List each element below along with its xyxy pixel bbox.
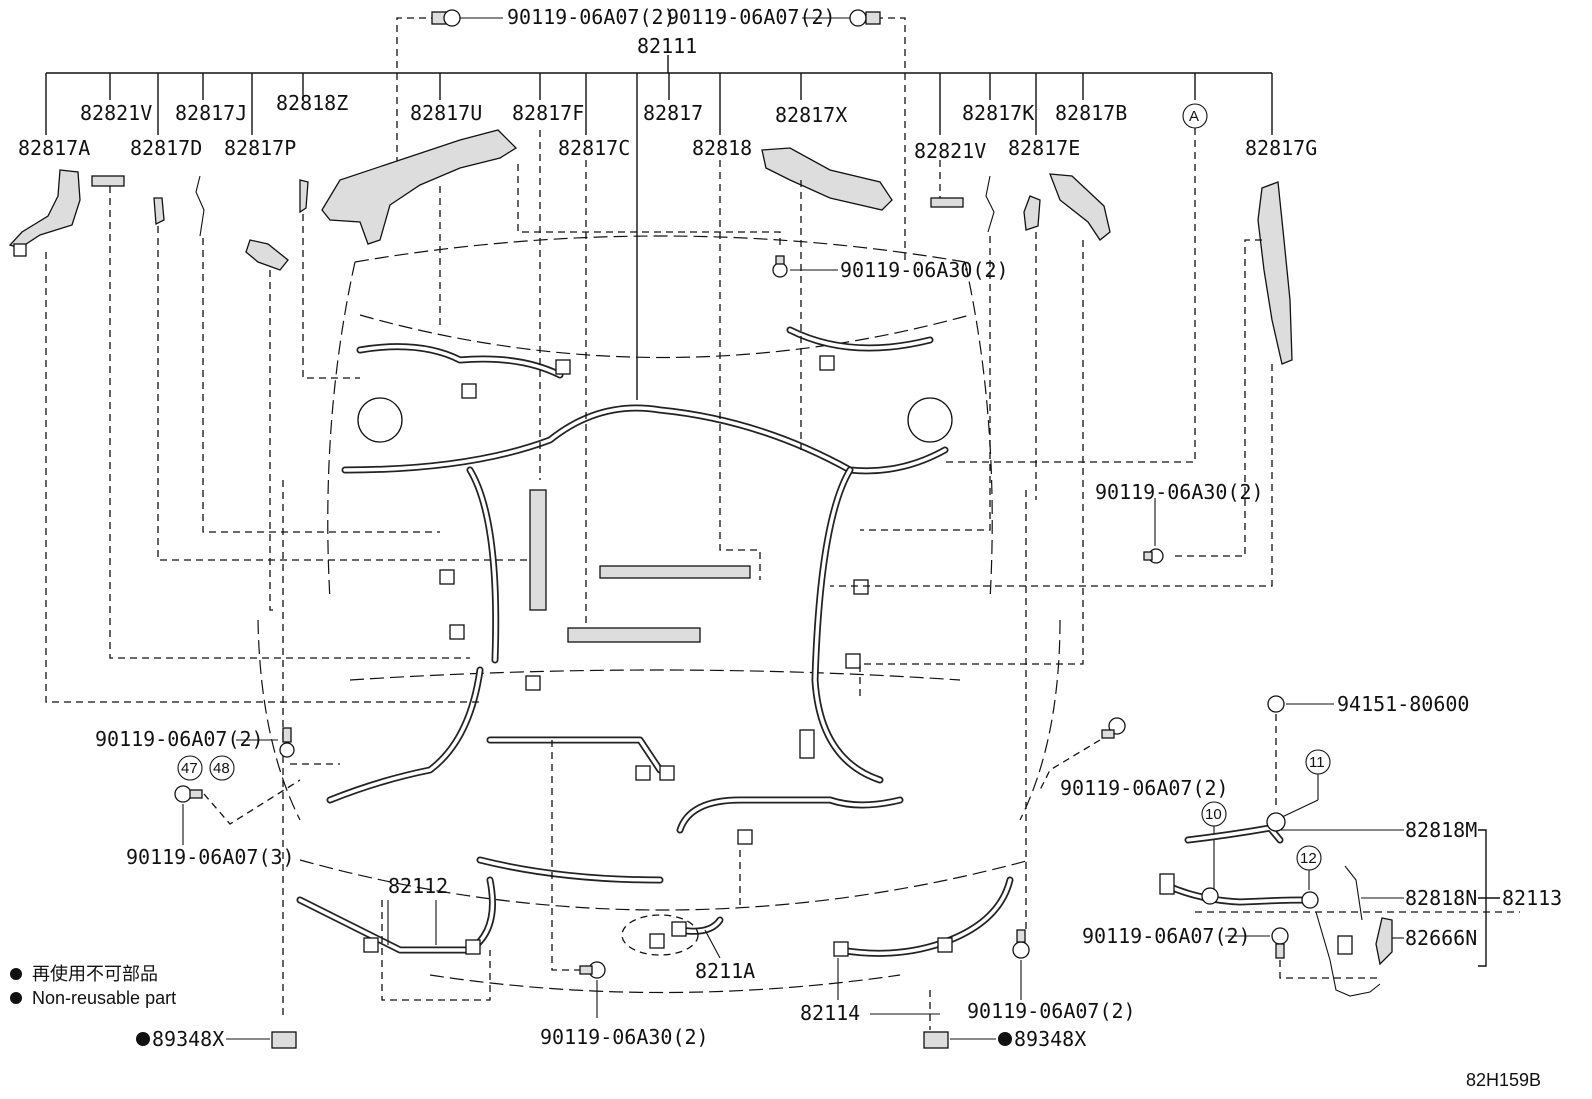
- part-82817b-label: 82817B: [1055, 101, 1127, 125]
- top-right-bolt-label: 90119-06A07(2): [667, 5, 836, 29]
- clip-82817e-icon: [1023, 195, 1041, 231]
- clip-82817d-icon: [153, 197, 165, 226]
- clip-left-label: 89348X: [152, 1027, 224, 1051]
- part-82817e-label: 82817E: [1008, 136, 1080, 160]
- part-82666n-label: 82666N: [1405, 926, 1477, 950]
- bracket-82817u-icon: [321, 129, 518, 245]
- ref-48-label: 48: [213, 760, 230, 777]
- main-harness-label: 82111: [637, 34, 697, 58]
- part-8211a-label: 8211A: [695, 959, 755, 983]
- engine-bay-harness: [296, 326, 1014, 957]
- bracket-82817p-icon: [245, 239, 289, 271]
- part-82817u-label: 82817U: [410, 101, 482, 125]
- part-82817c-label: 82817C: [558, 136, 630, 160]
- ref-a-label: A: [1189, 108, 1199, 125]
- part-82818z-label: 82818Z: [276, 91, 348, 115]
- bolt-right-mid-icon: [1143, 548, 1164, 564]
- clip-left-icon: [136, 1031, 297, 1049]
- bolt-left-mid-label: 90119-06A07(2): [95, 727, 264, 751]
- part-82817-label: 82817: [643, 101, 703, 125]
- ref-11-label: 11: [1309, 754, 1325, 771]
- ref-47-label: 47: [181, 760, 198, 777]
- part-82818m-label: 82818M: [1405, 818, 1477, 842]
- bolt-right-lower-icon: [1101, 717, 1126, 739]
- bolt-left-mid-icon: [279, 727, 295, 758]
- bolt-left-lower-label: 90119-06A07(3): [126, 845, 295, 869]
- part-82817a-label: 82817A: [18, 136, 90, 160]
- part-82817k-label: 82817K: [962, 101, 1034, 125]
- vehicle-body-outline: [257, 235, 1061, 994]
- part-82114-label: 82114: [800, 1001, 860, 1025]
- part-82112-label: 82112: [388, 874, 448, 898]
- bolt-bottom-center-label: 90119-06A30(2): [540, 1025, 709, 1049]
- bracket-82817x-icon: [761, 147, 893, 211]
- bolt-left-lower-icon: [174, 785, 203, 803]
- sub-assembly-82113: 11 10 12: [1159, 749, 1393, 997]
- bolt-center-top-label: 90119-06A30(2): [840, 258, 1009, 282]
- part-82113-label: 82113: [1502, 886, 1562, 910]
- bolt-center-top-icon: [772, 255, 788, 278]
- part-82818-label: 82818: [692, 136, 752, 160]
- bolt-sub-right-label: 90119-06A07(2): [1082, 924, 1251, 948]
- bracket-82817b-icon: [1049, 173, 1111, 241]
- part-82817d-label: 82817D: [130, 136, 202, 160]
- connector-82821v-right-icon: [930, 197, 964, 208]
- top-left-bolt-icon: [431, 9, 461, 27]
- bracket-82817g-icon: [1257, 181, 1293, 365]
- bolt-right-lower-label: 90119-06A07(2): [1060, 776, 1229, 800]
- clip-right-label: 89348X: [1014, 1027, 1086, 1051]
- ref-12-label: 12: [1300, 850, 1317, 867]
- bracket-82817a-icon: [8, 169, 81, 257]
- diagram-code: 82H159B: [1466, 1070, 1541, 1090]
- legend: 再使用不可部品 Non-reusable part: [10, 964, 176, 1008]
- ref-10-label: 10: [1205, 806, 1222, 823]
- bolt-bottom-right-label: 90119-06A07(2): [967, 999, 1136, 1023]
- ref-48-circle: [209, 755, 235, 781]
- bolt-right-mid-label: 90119-06A30(2): [1095, 480, 1264, 504]
- legend-bullet-icon: [10, 968, 22, 980]
- part-82817j-label: 82817J: [175, 101, 247, 125]
- part-82818n-label: 82818N: [1405, 886, 1477, 910]
- bolt-bottom-right-icon: [1012, 929, 1030, 959]
- legend-japanese-text: 再使用不可部品: [32, 964, 158, 984]
- legend-bullet-icon: [10, 992, 22, 1004]
- main-harness-leader-lines: [45, 55, 1273, 400]
- part-leader-dashed-lines: [45, 128, 1520, 1030]
- clip-82817j-icon: [195, 175, 205, 237]
- part-82817x-label: 82817X: [775, 103, 847, 127]
- part-82821v-right-label: 82821V: [914, 139, 986, 163]
- top-left-bolt-label: 90119-06A07(2): [507, 5, 676, 29]
- legend-english-text: Non-reusable part: [32, 988, 176, 1008]
- part-82817g-label: 82817G: [1245, 136, 1317, 160]
- part-82821v-left-label: 82821V: [80, 101, 152, 125]
- ref-47-circle: [177, 755, 203, 781]
- top-right-bolt-icon: [849, 9, 881, 27]
- top-bolt-dashed-lines: [396, 17, 906, 260]
- clip-82817k-icon: [985, 175, 995, 233]
- connector-82821v-left-icon: [91, 175, 125, 187]
- part-82817p-label: 82817P: [224, 136, 296, 160]
- nut-94151-label: 94151-80600: [1337, 692, 1469, 716]
- clip-right-icon: [923, 1031, 1012, 1049]
- bolt-bottom-center-icon: [579, 961, 606, 979]
- part-82817f-label: 82817F: [512, 101, 584, 125]
- clip-82818z-icon: [299, 179, 309, 214]
- nut-94151-icon: [1267, 695, 1285, 713]
